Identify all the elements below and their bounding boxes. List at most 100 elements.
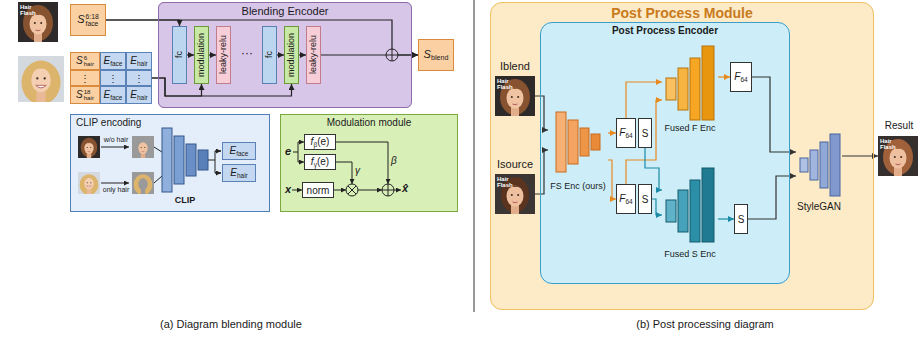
face-photo: [18, 56, 64, 104]
math-symbol: E: [130, 89, 137, 100]
arrow: [101, 183, 129, 184]
label-holder: x: [285, 183, 291, 195]
layer-box: modulation: [284, 26, 299, 84]
module-box: Post Process ModuleIblendIsourcePost Pro…: [490, 2, 874, 310]
arrow: [358, 190, 382, 191]
function-box: norm: [302, 182, 334, 198]
watermark: Hair Flash: [497, 78, 513, 90]
text-group: ⋮: [80, 73, 90, 84]
node-label: Modulation module: [327, 117, 412, 128]
variable: x̂: [402, 182, 408, 194]
panel-box: Modulation module f β (e) fγ(e) norm: [280, 114, 458, 212]
network-layer: [702, 46, 714, 120]
label-holder: γ: [355, 165, 360, 176]
network-layer: [678, 68, 688, 110]
node-label: blend: [503, 60, 530, 72]
text-group: S: [642, 128, 649, 139]
latent-code-box: Sblend: [418, 39, 454, 71]
feature-box: S: [638, 118, 652, 148]
layer-box: fc: [172, 26, 187, 84]
connector: [608, 160, 616, 199]
math-symbol: S: [76, 89, 83, 100]
subscript: blend: [431, 54, 448, 62]
subscript: hair: [84, 61, 94, 68]
connector: [608, 132, 616, 133]
text-holder: Iblend: [495, 60, 535, 72]
table-cell: S18hair: [70, 86, 100, 104]
superscript: 6:18: [86, 13, 99, 20]
wire: [154, 147, 162, 183]
text-holder: CLIP encoding: [76, 117, 269, 128]
network-layer: [702, 168, 714, 242]
node-label: S: [642, 194, 649, 205]
network-layer: [174, 136, 184, 184]
variable: β: [391, 155, 397, 166]
network-layer: [820, 142, 828, 188]
face-photo: [78, 136, 100, 158]
node-label: S: [642, 128, 649, 139]
connector: [209, 54, 216, 55]
math-symbol: f: [311, 136, 314, 147]
text-group: S: [738, 214, 745, 225]
label-holder: Hair Flash: [497, 78, 515, 90]
math-symbol: F: [619, 127, 625, 138]
wire: [208, 151, 221, 173]
layer-box: modulation: [194, 26, 209, 84]
watermark: Hair Flash: [20, 4, 36, 16]
arrow: [336, 142, 388, 184]
text-group: Eface: [230, 145, 249, 157]
label-holder: e: [285, 145, 291, 157]
node-label: ⋮: [80, 73, 90, 84]
index-stack: 6hair: [84, 55, 94, 68]
node-label: modulation: [286, 33, 296, 77]
feature-box: S: [734, 204, 748, 234]
math-symbol: f: [311, 156, 314, 167]
variable: x: [285, 183, 291, 195]
text-group: Ehair: [130, 55, 148, 67]
layer-box: leaky-relu: [216, 26, 231, 84]
network-layer: [678, 190, 688, 232]
node-label: norm: [307, 185, 330, 196]
text-group: fγ(e): [311, 156, 329, 168]
text-holder: FS Enc (ours): [548, 181, 608, 192]
node-label: ⋮: [108, 73, 118, 84]
table-cell: Eface: [100, 52, 126, 70]
connector: [187, 54, 194, 55]
face-photo: [495, 76, 535, 116]
node-label: S: [738, 214, 745, 225]
network-layer: [690, 58, 700, 120]
text-holder: Isource: [495, 158, 535, 170]
feature-box: F64: [730, 62, 752, 92]
network-layer: [666, 78, 676, 100]
connector: [321, 54, 418, 55]
connector: [718, 218, 734, 219]
feature-box: S: [638, 184, 652, 214]
text-group: F64: [619, 127, 632, 139]
subscript: 64: [625, 198, 632, 205]
network-layer: [591, 134, 600, 150]
table-cell: Ehair: [126, 52, 152, 70]
argument: (e): [317, 136, 329, 147]
text-group: fc: [265, 51, 275, 58]
text-group: Sblend: [424, 48, 449, 63]
sum-symbol: [386, 49, 398, 61]
node-label: ⋮: [134, 73, 144, 84]
index-stack: 18hair: [84, 89, 94, 102]
text-group: fc: [175, 51, 185, 58]
label-holder: Hair Flash: [20, 4, 38, 16]
network-layer: [556, 112, 566, 172]
node-label: Fused S Enc: [664, 249, 716, 259]
text-holder: Fused S Enc: [662, 249, 718, 260]
label-holder: x̂: [402, 182, 408, 194]
text-group: Fused S Enc: [664, 250, 716, 260]
text-group: F64: [734, 71, 747, 83]
text-holder: Blending Encoder: [159, 5, 411, 17]
label-holder: CLIP: [170, 196, 200, 206]
face-photo: [78, 172, 100, 195]
math-symbol: S: [76, 55, 83, 66]
table-cell: ⋮: [126, 70, 152, 86]
feature-box: F64: [616, 118, 636, 148]
text-group: Eface: [104, 55, 123, 67]
label-holder: (b) Post processing diagram: [486, 318, 924, 330]
